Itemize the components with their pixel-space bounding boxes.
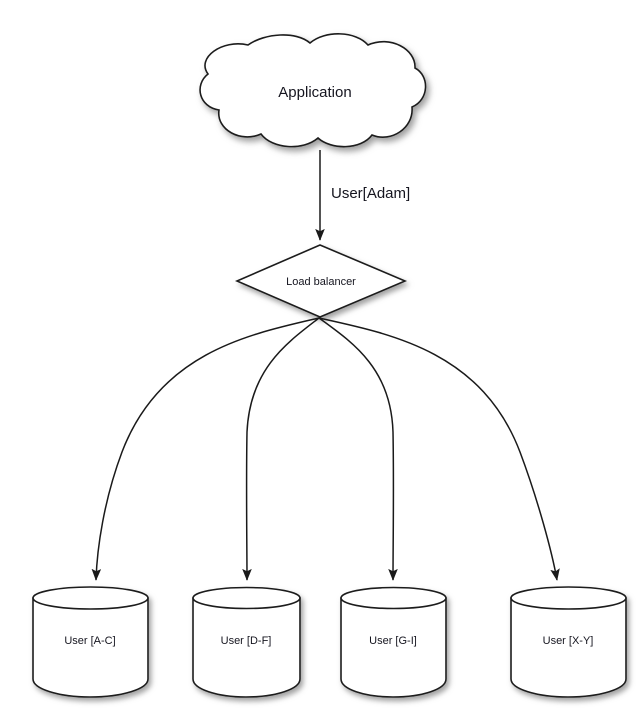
edge-balancer-to-db-3	[318, 317, 560, 581]
load-balancer-label: Load balancer	[286, 276, 356, 288]
edge-balancer-to-db-1	[242, 317, 320, 581]
database-label-1: User [D-F]	[221, 635, 272, 647]
node-database-user-x-y[interactable]: User [X-Y]	[510, 586, 627, 698]
node-database-user-g-i[interactable]: User [G-I]	[340, 586, 447, 698]
node-load-balancer-diamond[interactable]: Load balancer	[234, 244, 408, 318]
node-database-user-d-f[interactable]: User [D-F]	[192, 586, 301, 698]
edge-balancer-to-db-2	[318, 317, 398, 581]
node-database-user-a-c[interactable]: User [A-C]	[32, 586, 149, 698]
node-application-cloud[interactable]: Application	[199, 33, 427, 148]
edge-balancer-to-db-0	[91, 317, 320, 581]
edge-label-user-adam: User[Adam]	[331, 185, 410, 202]
application-label: Application	[278, 84, 351, 101]
database-label-2: User [G-I]	[369, 635, 417, 647]
database-label-3: User [X-Y]	[543, 635, 594, 647]
database-label-0: User [A-C]	[64, 635, 115, 647]
